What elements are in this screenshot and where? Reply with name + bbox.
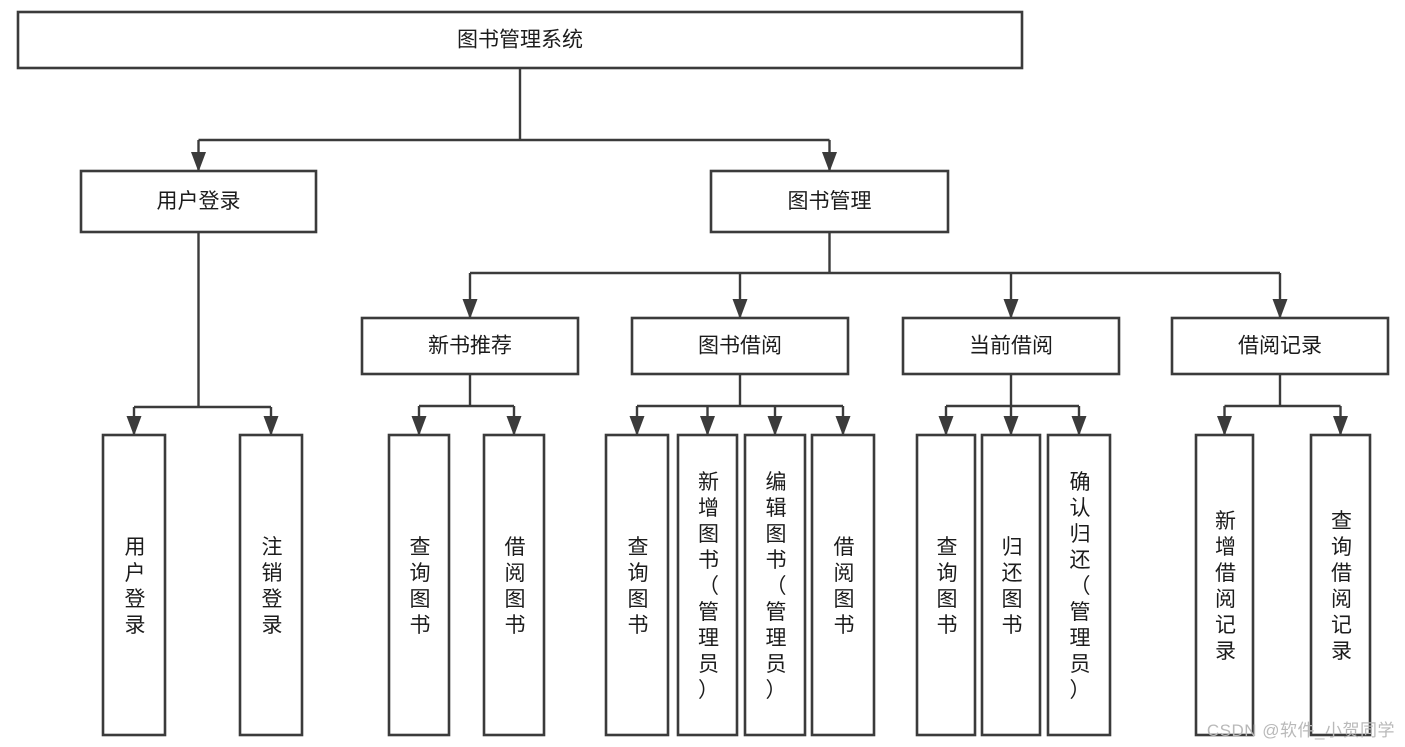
node-leaf-add-record-box: [1194, 433, 1255, 737]
node-leaf-user-login[interactable]: 用户登录: [101, 433, 167, 737]
node-leaf-return-book-label: 归还图书: [1002, 536, 1023, 637]
node-leaf-confirm-return-box: [1046, 433, 1112, 737]
node-root-图书管理系统-label: 图书管理系统: [457, 29, 583, 52]
edge-arrowhead: [1003, 299, 1019, 319]
edge-arrowhead: [462, 299, 478, 319]
node-leaf-query-book-2-box: [604, 433, 670, 737]
node-leaf-borrow-book-1-box: [482, 433, 546, 737]
edge-arrowhead: [938, 416, 954, 436]
node-book-manage-label: 图书管理: [788, 190, 872, 213]
node-leaf-edit-book-label: 编辑图书（管理员）: [766, 471, 787, 702]
edge-arrowhead: [126, 416, 142, 436]
edge-arrowhead: [732, 299, 748, 319]
node-leaf-add-book[interactable]: 新增图书（管理员）: [676, 433, 739, 737]
edge-arrowhead: [411, 416, 427, 436]
node-leaf-query-book-2-label: 查询图书: [628, 536, 649, 637]
edge-arrowhead: [822, 152, 837, 172]
edge-arrowhead: [700, 416, 715, 436]
node-leaf-borrow-book-2-label: 借阅图书: [834, 536, 855, 637]
node-leaf-query-record-box: [1309, 433, 1372, 737]
node-root-图书管理系统[interactable]: 图书管理系统: [16, 10, 1024, 70]
edge-layer: [126, 68, 1348, 436]
node-new-book-rec-label: 新书推荐: [428, 335, 512, 358]
node-leaf-user-login-label: 用户登录: [125, 536, 146, 637]
node-user-login-label: 用户登录: [157, 190, 241, 213]
node-leaf-query-record[interactable]: 查询借阅记录: [1309, 433, 1372, 737]
node-book-manage-box: [709, 169, 950, 234]
node-leaf-query-book-3-box: [915, 433, 977, 737]
node-new-book-rec-box: [360, 316, 580, 376]
node-leaf-edit-book-box: [743, 433, 807, 737]
edge-arrowhead: [1003, 416, 1019, 436]
edge-arrowhead: [1217, 416, 1232, 436]
node-leaf-user-login-box: [101, 433, 167, 737]
node-leaf-borrow-book-2-box: [810, 433, 876, 737]
node-leaf-add-record[interactable]: 新增借阅记录: [1194, 433, 1255, 737]
node-leaf-logout-box: [238, 433, 304, 737]
edge-arrowhead: [767, 416, 783, 436]
node-leaf-query-book-2[interactable]: 查询图书: [604, 433, 670, 737]
node-leaf-query-record-label: 查询借阅记录: [1331, 510, 1352, 663]
node-book-manage[interactable]: 图书管理: [709, 169, 950, 234]
node-leaf-borrow-book-1[interactable]: 借阅图书: [482, 433, 546, 737]
node-root-图书管理系统-box: [16, 10, 1024, 70]
node-leaf-add-book-box: [676, 433, 739, 737]
node-leaf-add-record-label: 新增借阅记录: [1215, 510, 1236, 663]
node-layer: 图书管理系统用户登录图书管理新书推荐图书借阅当前借阅借阅记录用户登录注销登录查询…: [16, 10, 1390, 737]
node-current-borrow-box: [901, 316, 1121, 376]
node-book-borrow-label: 图书借阅: [698, 335, 782, 358]
node-leaf-confirm-return-label: 确认归还（管理员）: [1070, 471, 1091, 702]
node-user-login[interactable]: 用户登录: [79, 169, 318, 234]
edge-arrowhead: [191, 152, 206, 172]
node-leaf-logout-label: 注销登录: [262, 536, 283, 637]
edge-arrowhead: [506, 416, 522, 436]
node-leaf-return-book[interactable]: 归还图书: [980, 433, 1042, 737]
node-leaf-borrow-book-2[interactable]: 借阅图书: [810, 433, 876, 737]
node-current-borrow[interactable]: 当前借阅: [901, 316, 1121, 376]
node-leaf-return-book-box: [980, 433, 1042, 737]
node-leaf-query-book-3-label: 查询图书: [937, 536, 958, 637]
node-leaf-query-book-3[interactable]: 查询图书: [915, 433, 977, 737]
node-leaf-logout[interactable]: 注销登录: [238, 433, 304, 737]
node-borrow-record-label: 借阅记录: [1238, 335, 1322, 358]
node-current-borrow-label: 当前借阅: [969, 335, 1053, 358]
node-leaf-query-book-1[interactable]: 查询图书: [387, 433, 451, 737]
node-book-borrow[interactable]: 图书借阅: [630, 316, 850, 376]
edge-arrowhead: [263, 416, 279, 436]
node-leaf-add-book-label: 新增图书（管理员）: [698, 471, 719, 702]
node-book-borrow-box: [630, 316, 850, 376]
node-leaf-confirm-return[interactable]: 确认归还（管理员）: [1046, 433, 1112, 737]
watermark-text: CSDN @软件_小贺同学: [1206, 721, 1395, 740]
node-leaf-query-book-1-box: [387, 433, 451, 737]
node-new-book-rec[interactable]: 新书推荐: [360, 316, 580, 376]
edge-arrowhead: [835, 416, 851, 436]
edge-arrowhead: [1333, 416, 1348, 436]
edge-arrowhead: [629, 416, 645, 436]
node-borrow-record[interactable]: 借阅记录: [1170, 316, 1390, 376]
edge-arrowhead: [1071, 416, 1087, 436]
node-borrow-record-box: [1170, 316, 1390, 376]
node-leaf-borrow-book-1-label: 借阅图书: [505, 536, 526, 637]
node-leaf-edit-book[interactable]: 编辑图书（管理员）: [743, 433, 807, 737]
node-user-login-box: [79, 169, 318, 234]
edge-arrowhead: [1272, 299, 1288, 319]
node-leaf-query-book-1-label: 查询图书: [410, 536, 431, 637]
